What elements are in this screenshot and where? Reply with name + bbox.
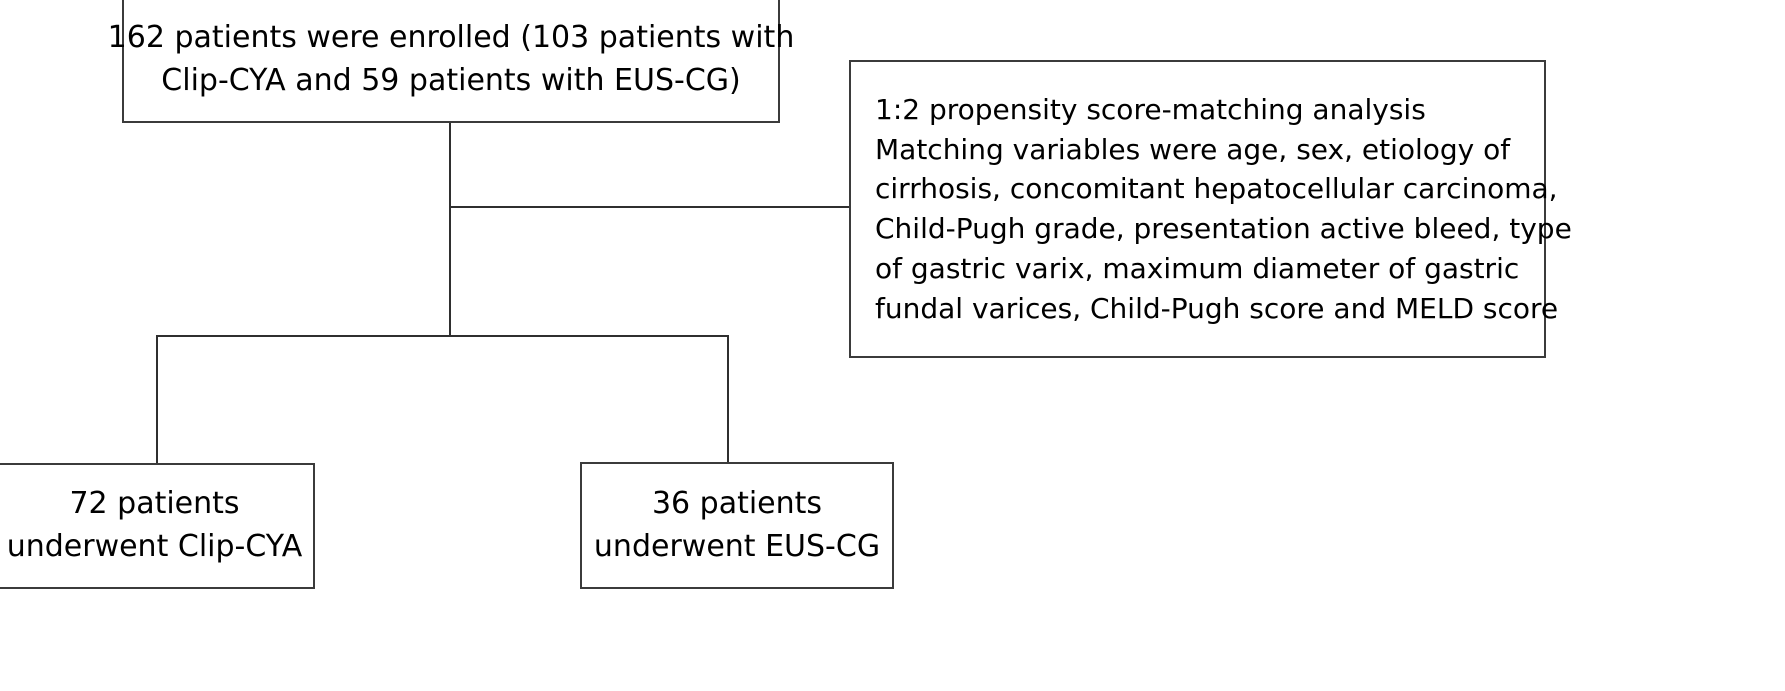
node-psm-line-6: fundal varices, Child-Pugh score and MEL… — [875, 291, 1559, 325]
node-psm-line-1: 1:2 propensity score-matching analysis — [875, 92, 1426, 126]
node-clip-cya-arm: 72 patients underwent Clip-CYA — [0, 463, 315, 589]
node-psm-line-4: Child-Pugh grade, presentation active bl… — [875, 212, 1572, 245]
edge-split-to-euscg — [727, 335, 729, 463]
node-psm-line-3: cirrhosis, concomitant hepatocellular ca… — [875, 172, 1558, 206]
node-enrolled-patients: 162 patients were enrolled (103 patients… — [108, 0, 794, 123]
node-clipcya-line-2: underwent Clip-CYA — [6, 529, 303, 564]
node-euscg-line-2: underwent EUS-CG — [593, 528, 881, 564]
node-propensity-score-matching: 1:2 propensity score-matching analysis M… — [849, 60, 1572, 358]
edge-split-to-clipcya — [156, 335, 158, 464]
edge-split-bar — [156, 335, 729, 337]
node-psm-line-2: Matching variables were age, sex, etiolo… — [875, 132, 1511, 166]
node-eus-cg-arm: 36 patients underwent EUS-CG — [580, 462, 894, 589]
node-euscg-line-1: 36 patients — [651, 485, 823, 521]
node-psm-line-5: of gastric varix, maximum diameter of ga… — [875, 251, 1520, 285]
node-clipcya-line-1: 72 patients — [69, 486, 240, 522]
edge-stem-to-psm-box — [449, 206, 850, 208]
edge-enrolled-to-split — [449, 123, 451, 336]
node-enrolled-line-1: 162 patients were enrolled (103 patients… — [107, 19, 795, 55]
node-enrolled-line-2: Clip-CYA and 59 patients with EUS-CG) — [161, 62, 741, 98]
